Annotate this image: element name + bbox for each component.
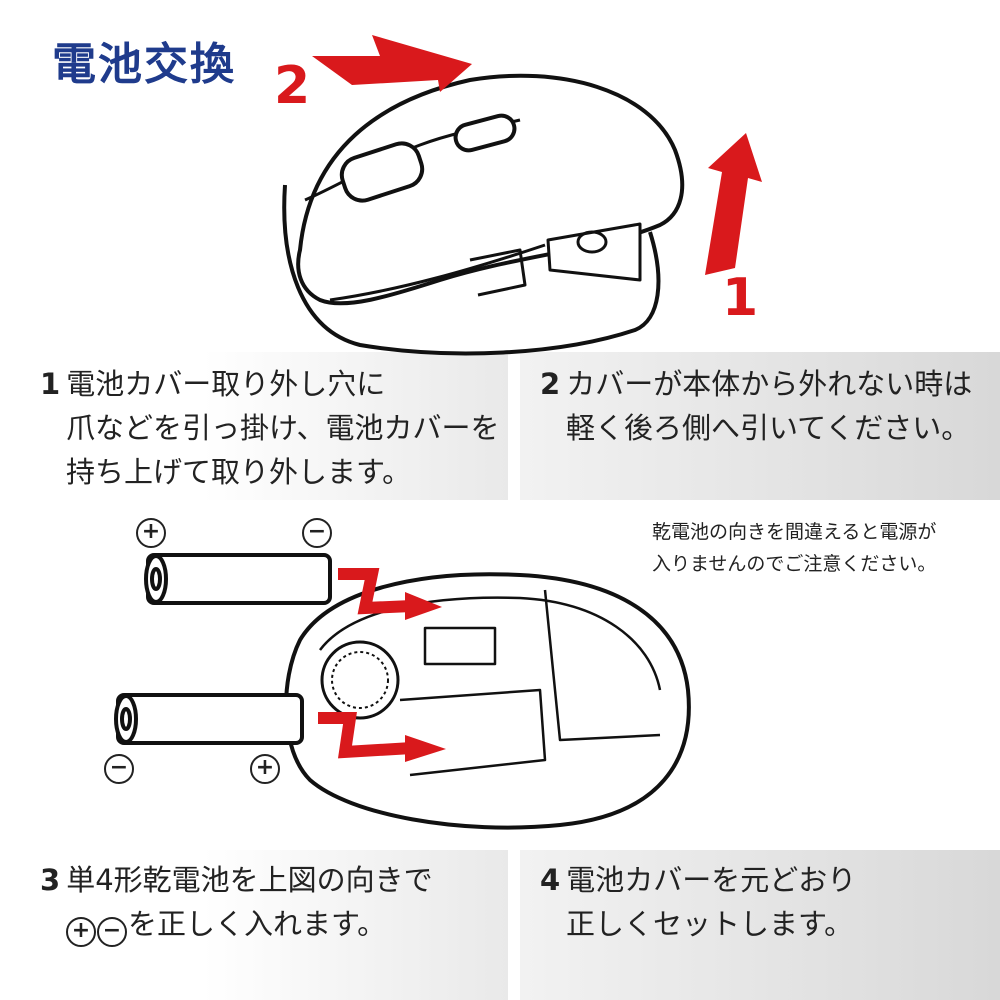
mouse-battery-compartment-illustration <box>284 572 691 830</box>
plus-sign-upper: + <box>136 518 167 548</box>
minus-sign-lower: − <box>104 754 135 784</box>
plus-sign-lower: + <box>250 754 281 784</box>
page-title: 電池交換 <box>52 39 236 90</box>
arrow-label-2: 2 <box>274 56 311 116</box>
insert-arrow-upper-head-icon <box>405 592 442 620</box>
step-4-panel <box>520 850 1000 1000</box>
insert-arrow-upper-icon <box>338 568 413 615</box>
minus-sign-upper: − <box>302 518 333 548</box>
insert-arrow-lower-head-icon <box>405 735 446 762</box>
plus-circle-icon: + <box>66 917 96 947</box>
caution-note: 乾電池の向きを間違えると電源が 入りませんのでご注意ください。 <box>652 521 937 575</box>
arrow-up-icon <box>705 133 762 275</box>
minus-circle-icon: − <box>97 917 127 947</box>
step-1-panel <box>0 352 508 500</box>
arrow-label-1: 1 <box>722 268 759 328</box>
battery-lower <box>114 693 304 745</box>
step-2-panel <box>520 352 1000 500</box>
insert-arrow-lower-icon <box>318 712 413 759</box>
arrow-right-icon <box>312 35 472 92</box>
battery-upper <box>144 553 332 605</box>
mouse-cover-removal-illustration <box>282 73 685 356</box>
